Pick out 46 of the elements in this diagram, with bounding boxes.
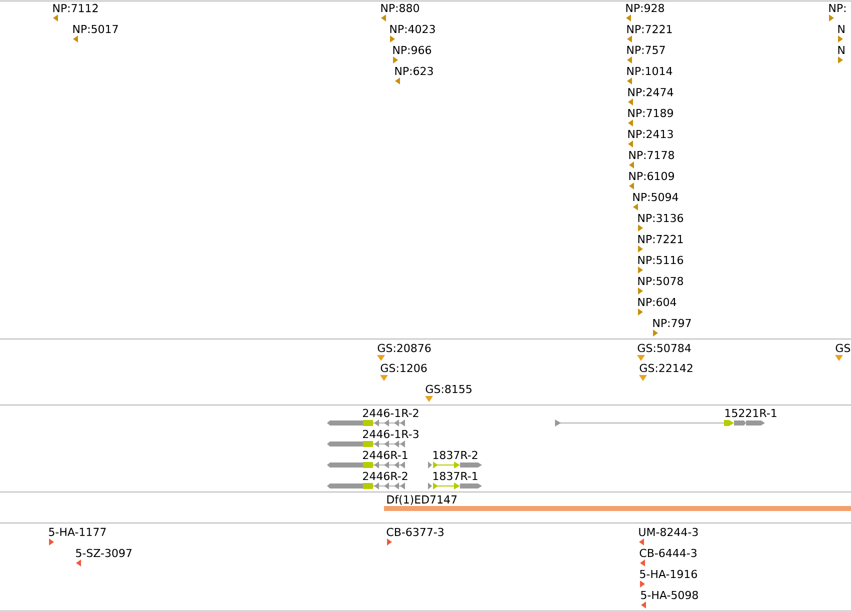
feature-label: NP:7189 xyxy=(628,108,673,118)
feature-label: NP:5017 xyxy=(73,24,118,34)
feature-label: 2446-1R-2 xyxy=(363,408,418,418)
feature-label: NP:7221 xyxy=(638,234,683,244)
feature-label: NP:5116 xyxy=(638,256,684,264)
feature-label: NP:880 xyxy=(381,4,420,12)
feature-label: UM-8244-3 xyxy=(639,528,698,536)
feature-label: 5-HA-1916 xyxy=(640,570,697,578)
feature-label: NP:797 xyxy=(653,318,691,328)
feature-label: CB-6377-3 xyxy=(386,528,444,536)
feature-label: 5-HA-5098 xyxy=(641,590,698,600)
feature-label: NP:928 xyxy=(626,4,664,12)
feature-label: 2446-1R-3 xyxy=(363,430,418,438)
feature-label: NP:623 xyxy=(395,66,433,76)
feature-label: CB-6444-3 xyxy=(640,548,696,558)
feature-label: 15221R-1 xyxy=(725,408,776,418)
feature-label: GS:8155 xyxy=(426,384,472,394)
feature-label: 2446R-1 xyxy=(363,450,408,460)
feature-label: 1837R-1 xyxy=(433,472,478,480)
feature-label: NP:3136 xyxy=(638,214,684,222)
feature-label: NP:6109 xyxy=(629,172,674,180)
feature-label: N xyxy=(838,46,844,54)
feature-label: NP:1014 xyxy=(627,66,672,76)
feature-label: 2446R-2 xyxy=(363,472,408,480)
feature-label: 1837R-2 xyxy=(433,450,478,460)
feature-label: NP:2474 xyxy=(628,88,674,96)
feature-label: NP:7178 xyxy=(629,150,674,160)
feature-label: GS:1206 xyxy=(380,364,427,372)
feature-label: GS xyxy=(836,344,850,352)
feature-label: GS:20876 xyxy=(378,344,431,352)
feature-label: NP:966 xyxy=(393,46,432,54)
feature-label: NP:2413 xyxy=(628,130,673,138)
feature-label: N xyxy=(838,25,844,33)
feature-label: Df(1)ED7147 xyxy=(387,495,457,505)
feature-label: NP:604 xyxy=(638,298,676,306)
feature-label: GS:22142 xyxy=(640,364,692,372)
feature-label: NP:4023 xyxy=(390,24,435,34)
feature-label: 5-SZ-3097 xyxy=(76,548,132,558)
feature-label: NP:7221 xyxy=(627,24,672,34)
feature-label: NP:7112 xyxy=(53,4,98,12)
feature-label: GS:50784 xyxy=(638,344,691,352)
feature-label: NP:5078 xyxy=(638,276,683,286)
feature-label: NP: xyxy=(829,4,846,12)
feature-label: NP:757 xyxy=(627,46,665,54)
feature-label: 5-HA-1177 xyxy=(49,528,106,536)
feature-label: NP:5094 xyxy=(633,192,678,202)
